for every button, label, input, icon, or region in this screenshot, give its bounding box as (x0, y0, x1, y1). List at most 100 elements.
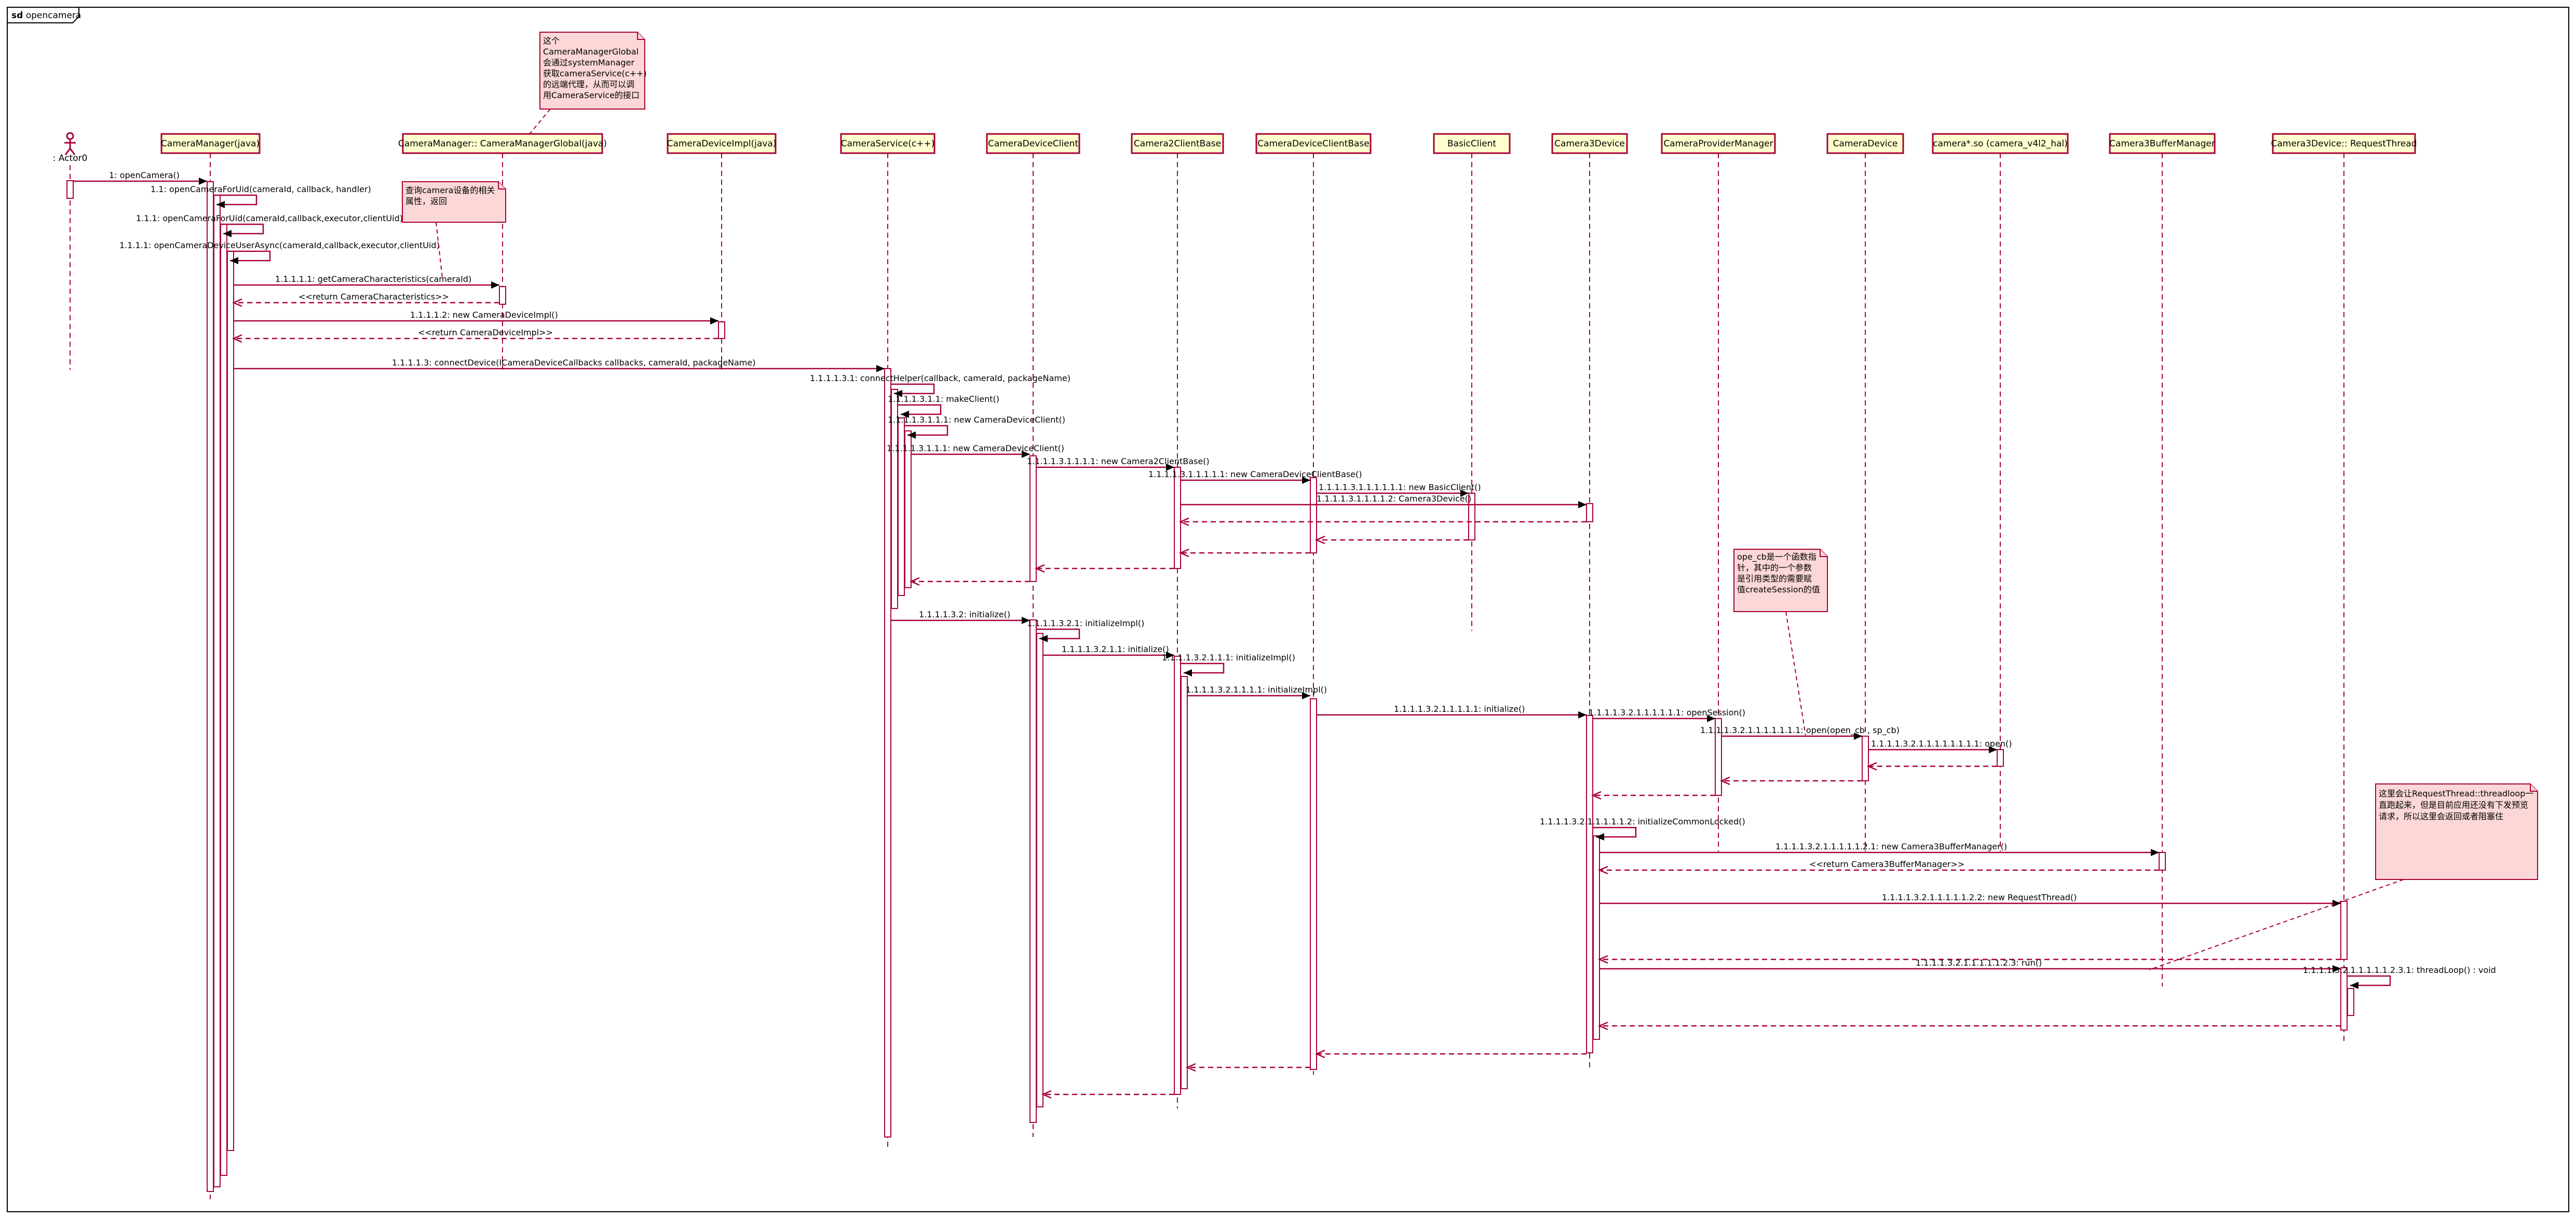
call-arrowhead (491, 281, 499, 289)
return-arrowhead (1866, 762, 1877, 771)
message-label: 1.1.1.1: openCameraDeviceUserAsync(camer… (119, 240, 440, 250)
participant-camera3-buffer-manager: Camera3BufferManager (2109, 139, 2215, 149)
self-message-line (227, 250, 271, 262)
return-arrowhead (1591, 791, 1602, 800)
svg-text:ope_cb是一个函数指 针，其中的一个参数: ope_cb是一个函数指 针，其中的一个参数 是引用类型的需要赋 值create… (1737, 552, 1820, 594)
activation-bar (1029, 455, 1037, 582)
activation-bar (2347, 988, 2354, 1016)
return-message: <<return CameraCharacteristics>> (232, 292, 499, 307)
call-message: 1: openCamera() (73, 170, 207, 185)
call-arrowhead (2333, 900, 2341, 907)
call-message: 1.1.1.1.3.2.1.1.1.1.1.2.1: new Camera3Bu… (1599, 842, 2159, 856)
note-line: 的远端代理，从而可以调 (543, 79, 634, 89)
message-label: 1.1.1.1.3.2.1.1.1.1: initializeImpl() (1186, 685, 1327, 695)
participants: CameraManager(java) CameraManager:: Came… (160, 133, 2417, 154)
messages: 1: openCamera() 1.1: openCameraForUid(cam… (73, 170, 2496, 1099)
self-message-line (898, 404, 942, 415)
call-arrowhead (1166, 464, 1174, 471)
return-arrowhead (1314, 1049, 1325, 1059)
notes: 这个 CameraManagerGlobal 会通过systemManager … (402, 32, 2538, 970)
return-arrowhead (1034, 564, 1045, 573)
self-message-line (891, 383, 935, 395)
svg-text:这里会让RequestThread::threadloop一: 这里会让RequestThread::threadloop一 直跑起来，但是目前… (2379, 789, 2536, 821)
message-label: 1.1.1.1.3.2.1: initializeImpl() (1027, 618, 1144, 628)
activation-bar (1310, 698, 1317, 1070)
call-message: 1.1.1.1.3.2.1.1.1.1.1.2: initializeCommo… (1540, 817, 1745, 841)
message-label: 1.1.1.1.3.1.1.1: new CameraDeviceClient(… (888, 415, 1065, 425)
participant-box (402, 133, 603, 154)
call-arrowhead (1578, 711, 1587, 719)
participant-box (1433, 133, 1511, 154)
participant-box (1661, 133, 1776, 154)
message-label: 1.1.1.1.3.1.1.1.1.2: Camera3Device() (1317, 494, 1471, 504)
note-line: ope_cb是一个函数指 (1737, 552, 1816, 562)
message-label: 1.1.1.1.3.2.1.1.1: initializeImpl() (1162, 653, 1295, 662)
activation-bar (1174, 656, 1181, 1095)
message-label: 1: openCamera() (109, 170, 180, 180)
message-label: 1.1.1.1.3.1.1.1.1.1: new CameraDeviceCli… (1148, 469, 1362, 479)
call-arrowhead (1707, 715, 1715, 722)
message-label: <<return CameraCharacteristics>> (299, 292, 449, 302)
message-label: 1.1.1.1.3.1.1.1.1.1.1: new BasicClient() (1319, 482, 1481, 492)
svg-text:查询camera设备的相关 属性，返回: 查询camera设备的相关 属性，返回 (405, 185, 498, 206)
message-label: 1.1.1.1.3.1.1.1: new CameraDeviceClient(… (887, 443, 1064, 453)
message-label: 1.1.1.1.1: getCameraCharacteristics(came… (275, 274, 471, 284)
call-arrowhead (2151, 849, 2159, 856)
call-message: 1.1.1.1.3.2.1.1.1.1.1.2.3.1: threadLoop(… (2303, 965, 2496, 989)
participant-basic-client: BasicClient (1447, 139, 1497, 149)
activation-bar (1586, 715, 1593, 1053)
call-arrowhead (1596, 833, 1604, 841)
note-line: 这个 (543, 36, 560, 46)
message-label: 1.1.1.1.3: connectDevice(ICameraDeviceCa… (392, 358, 755, 368)
return-arrowhead (232, 334, 242, 343)
call-arrowhead (1302, 692, 1310, 699)
activation-bar (1997, 749, 2004, 767)
participant-camera-device-client-base: CameraDeviceClientBase (1257, 139, 1369, 149)
call-message: 1.1.1.1.3.1.1.1: new CameraDeviceClient(… (888, 415, 1065, 439)
call-message: 1.1.1.1: openCameraDeviceUserAsync(camer… (119, 240, 440, 264)
note-line: 直跑起来，但是目前应用还没有下发预览 (2379, 800, 2528, 810)
call-message: 1.1.1.1.3.1.1.1.1.2: Camera3Device() (1181, 494, 1587, 508)
call-message: 1.1.1.1.3.2: initialize() (891, 610, 1030, 624)
participant-camera-manager-global: CameraManager:: CameraManagerGlobal(java… (398, 139, 607, 149)
return-arrowhead (1597, 1021, 1608, 1031)
return-arrowhead (1597, 955, 1608, 964)
activation-bar (2340, 901, 2348, 960)
return-message (1597, 955, 2341, 964)
frame-keyword: sd (11, 10, 23, 21)
message-label: 1.1.1.1.3.2.1.1.1.1.1.2.3: run() (1916, 958, 2042, 968)
activation-bar (66, 180, 74, 199)
call-message: 1.1: openCameraForUid(cameraId, callback… (151, 184, 371, 208)
return-message (1719, 776, 1862, 785)
call-message: 1.1.1.1.3.2.1.1: initialize() (1043, 644, 1174, 659)
call-arrowhead (2333, 965, 2341, 972)
call-arrowhead (710, 317, 718, 324)
return-arrowhead (1314, 535, 1325, 545)
return-message (1597, 1021, 2341, 1031)
return-arrowhead (1041, 1090, 1052, 1099)
call-message: 1.1.1.1.3.1.1.1.1.1.1: new BasicClient() (1317, 482, 1481, 497)
participant-camera-device-client: CameraDeviceClient (988, 139, 1078, 149)
call-message: 1.1.1.1.3.1.1.1.1: new Camera2ClientBase… (1027, 456, 1210, 471)
actor-label: : Actor0 (53, 153, 88, 164)
return-message: <<return CameraDeviceImpl>> (232, 328, 718, 343)
return-message (1178, 517, 1587, 526)
message-label: 1.1.1.1.3.1: connectHelper(callback, cam… (810, 373, 1070, 383)
participant-box (840, 133, 936, 154)
participant-box (1826, 133, 1904, 154)
note-line: 针，其中的一个参数 (1737, 563, 1812, 573)
return-arrowhead (1178, 517, 1189, 526)
call-message: 1.1.1.1.3.1.1.1.1.1: new CameraDeviceCli… (1148, 469, 1362, 484)
call-message: 1.1.1.1.3.2.1.1.1.1.1.2.3: run() (1599, 958, 2341, 972)
participant-request-thread: Camera3Device:: RequestThread (2271, 139, 2417, 149)
participant-box (1551, 133, 1628, 154)
diagram-frame: sd opencamera (7, 7, 2569, 1212)
call-arrowhead (876, 365, 885, 372)
note-open-cb: ope_cb是一个函数指 针，其中的一个参数 是引用类型的需要赋 值create… (1733, 549, 1828, 736)
return-message (909, 577, 1030, 586)
activation-bar (227, 251, 234, 1151)
activation-bar (1310, 477, 1317, 553)
activation-bar (213, 195, 221, 1187)
activation-bar (220, 224, 227, 1176)
